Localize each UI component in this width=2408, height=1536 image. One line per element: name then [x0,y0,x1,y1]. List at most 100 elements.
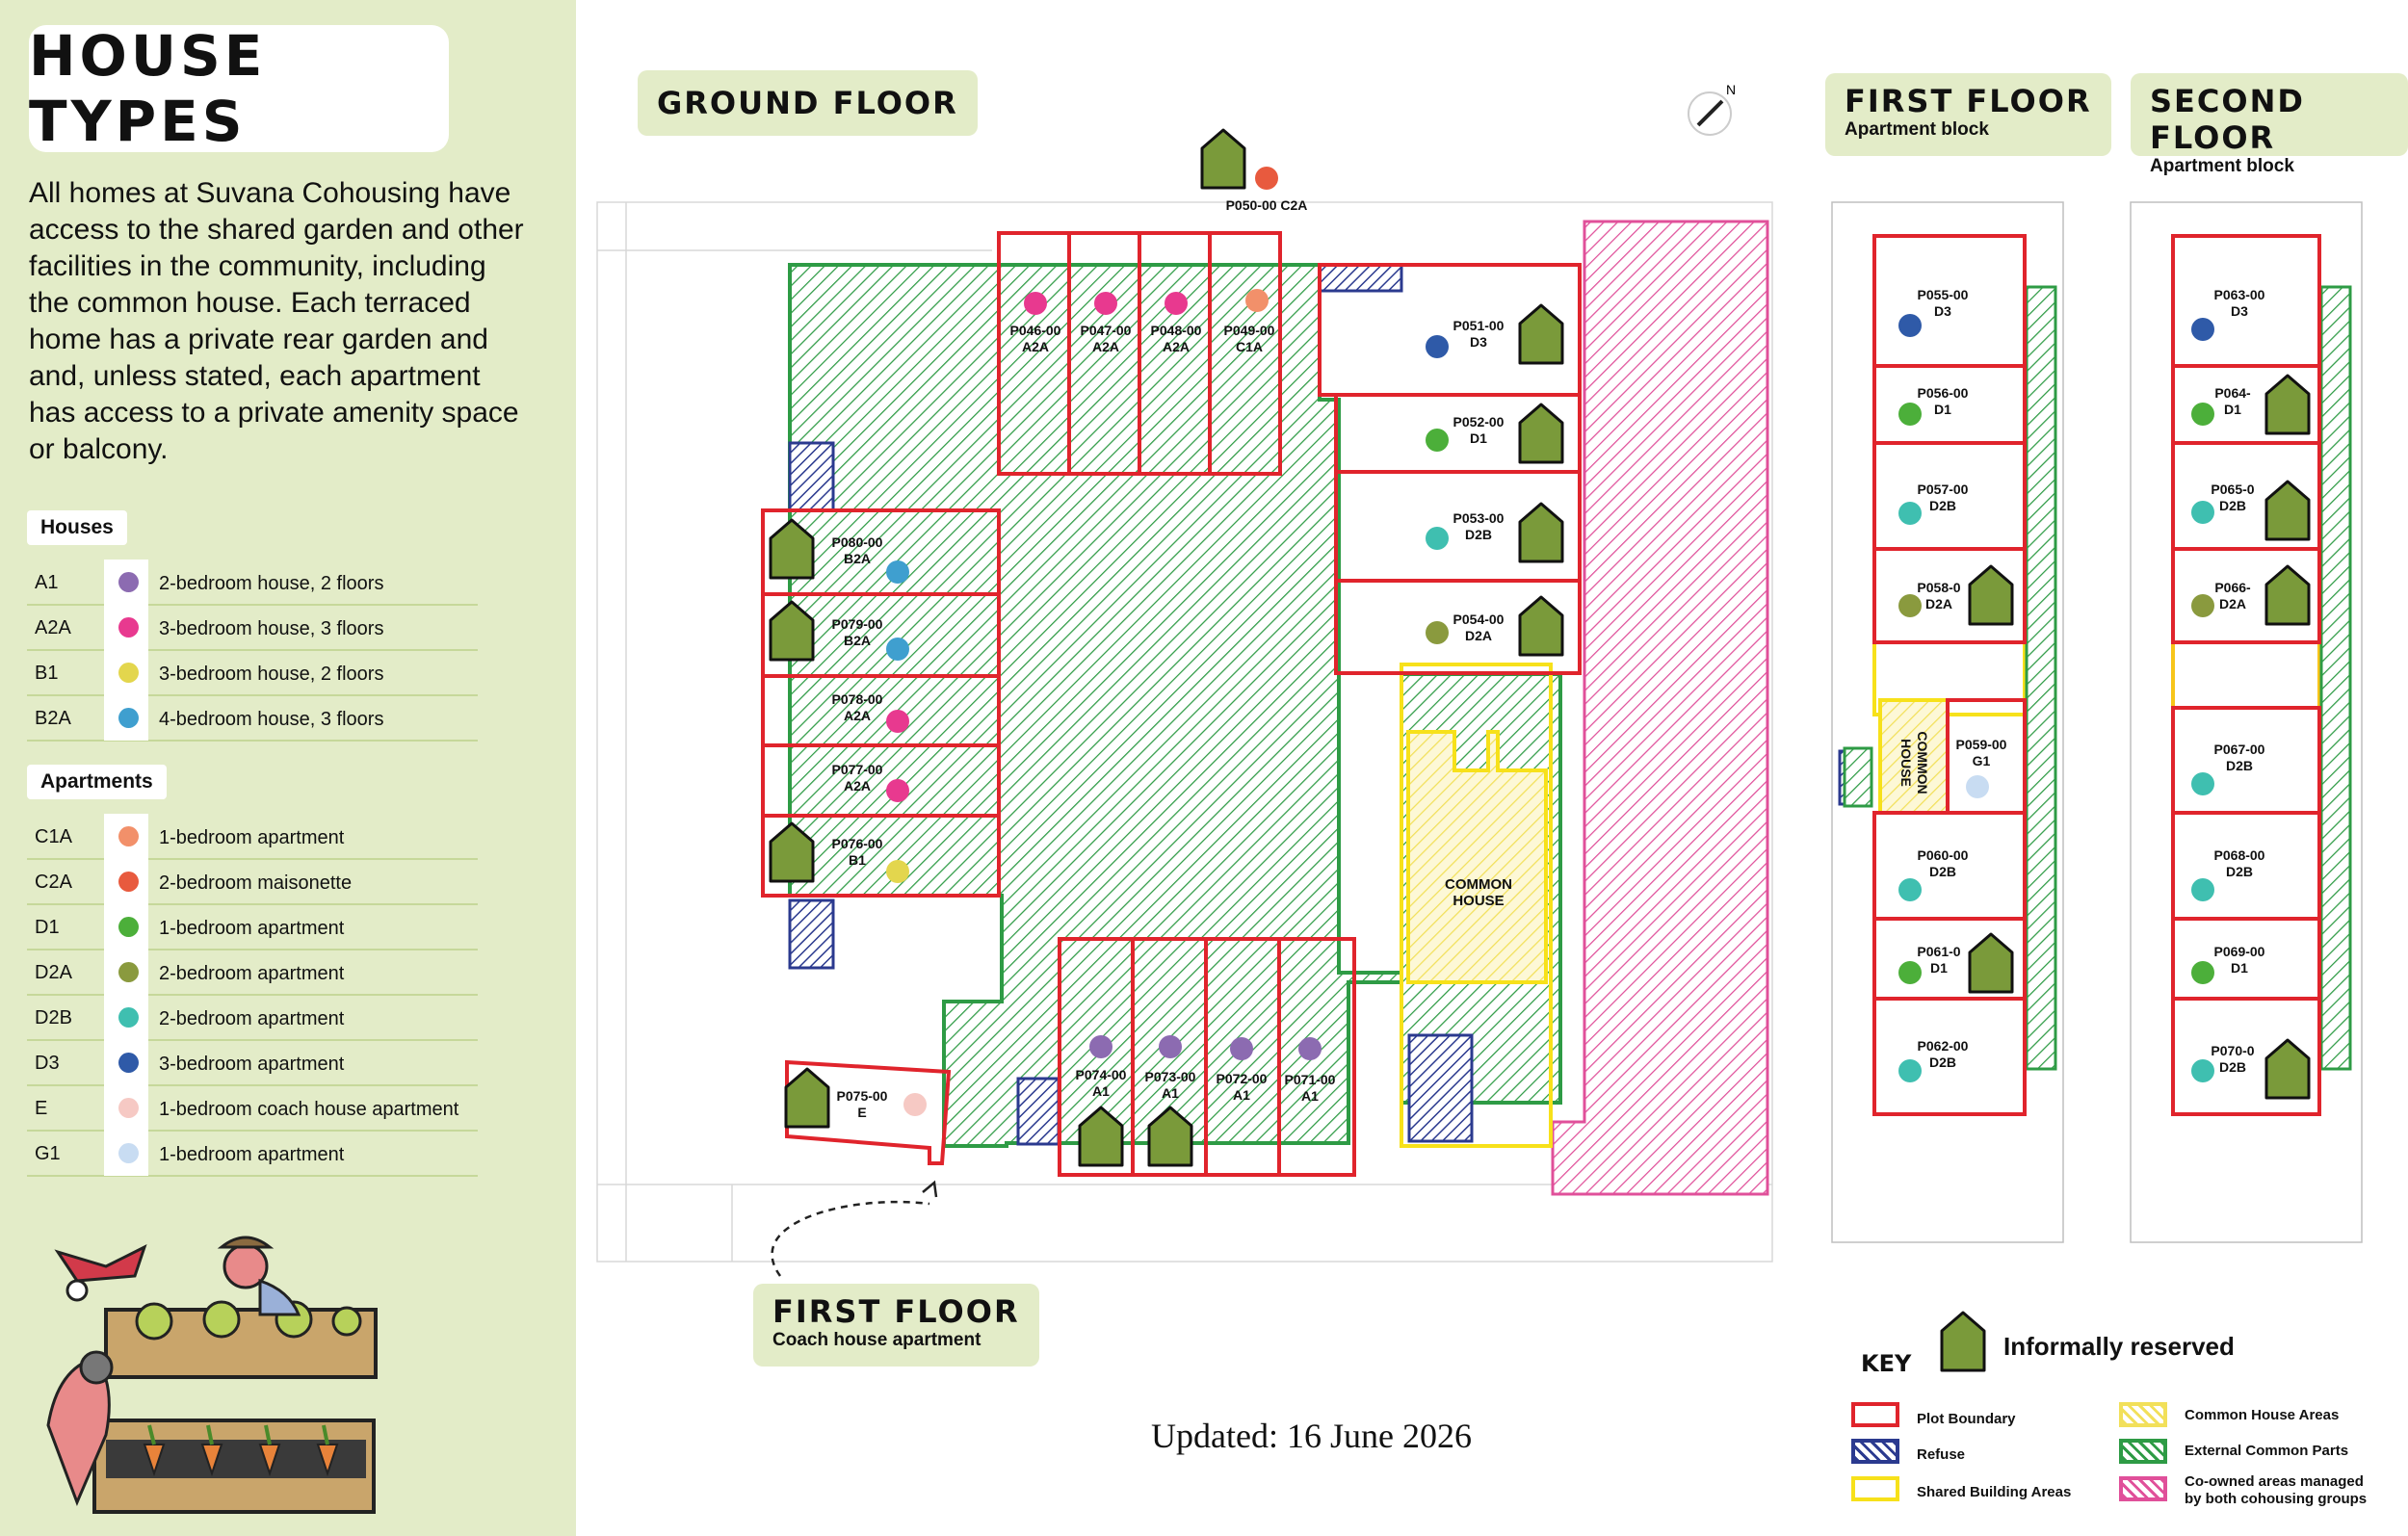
unit-id: P056-00 [1917,385,1969,401]
legend-code: E [35,1098,48,1119]
reserved-hut-icon [1077,1105,1125,1168]
unit-id: P080-00 [831,534,883,550]
legend-code: B1 [35,663,59,684]
unit-dot-p063 [2191,318,2214,341]
legend-code: D3 [35,1053,60,1074]
plot-boundaries-second [2171,234,2321,1116]
unit-type: A1 [1092,1083,1110,1099]
unit-type: B2A [843,633,871,648]
unit-type: A2A [843,708,871,723]
unit-dot-p069 [2191,961,2214,984]
unit-id: P073-00 [1144,1069,1196,1084]
legend-code: D1 [35,917,60,938]
unit-id: P054-00 [1453,612,1505,627]
unit-dot-p054 [1426,621,1449,644]
legend-swatch-cell [104,605,148,650]
key-swatch [2119,1439,2167,1464]
unit-id: P068-00 [2213,847,2265,863]
unit-id: P062-00 [1917,1038,1969,1054]
key-label: Refuse [1917,1446,1966,1463]
legend-desc: 2-bedroom house, 2 floors [159,573,384,594]
reserved-hut-icon [1940,1311,1986,1372]
unit-id: P075-00 [836,1088,888,1104]
unit-id: P048-00 [1150,323,1202,338]
legend-desc: 1-bedroom apartment [159,1144,345,1165]
legend-dot [118,663,139,683]
unit-id: P049-00 [1223,323,1275,338]
legend-dot [118,872,139,892]
unit-dot-p052 [1426,429,1449,452]
unit-label-p050[interactable]: P050-00 C2A [1226,197,1308,214]
legend-swatch-cell [104,560,148,605]
legend-swatch-cell [104,859,148,904]
unit-type: D2A [1464,628,1492,643]
unit-dot-p073 [1159,1035,1182,1058]
houses-heading: Houses [27,510,127,545]
legend-code: C2A [35,872,72,893]
unit-id: P047-00 [1080,323,1132,338]
common-house-area [1406,730,1548,984]
north-label: N [1726,82,1736,97]
unit-label-p064[interactable]: P064-D1 [2214,385,2250,418]
legend-dot [118,962,139,982]
unit-id: P074-00 [1075,1067,1127,1082]
unit-type: D1 [1470,430,1487,446]
unit-label-p066[interactable]: P066-D2A [2214,580,2250,612]
unit-type: A1 [1162,1085,1179,1101]
legend-row-d1: D1 1-bedroom apartment [27,904,478,950]
unit-dot-p049 [1245,289,1269,312]
unit-dot-p079 [886,638,909,661]
reserved-hut-icon [1517,402,1565,465]
unit-type: E [857,1105,867,1120]
external-common-parts [788,263,1562,1148]
unit-dot-p062 [1898,1059,1922,1082]
legend-swatch-cell [104,1085,148,1131]
coach-floor-title: FIRST FLOOR [772,1293,1020,1330]
unit-dot-p066 [2191,594,2214,617]
legend-swatch-cell [104,650,148,695]
legend-code: A2A [35,617,71,638]
legend-dot [118,1143,139,1163]
unit-id: P059-00 [1955,737,2007,752]
plot-boundaries-first [1872,234,2027,1116]
legend-desc: 1-bedroom apartment [159,918,345,939]
legend-dot [118,617,139,638]
legend-code: D2B [35,1007,72,1028]
unit-type: D3 [2231,303,2248,319]
